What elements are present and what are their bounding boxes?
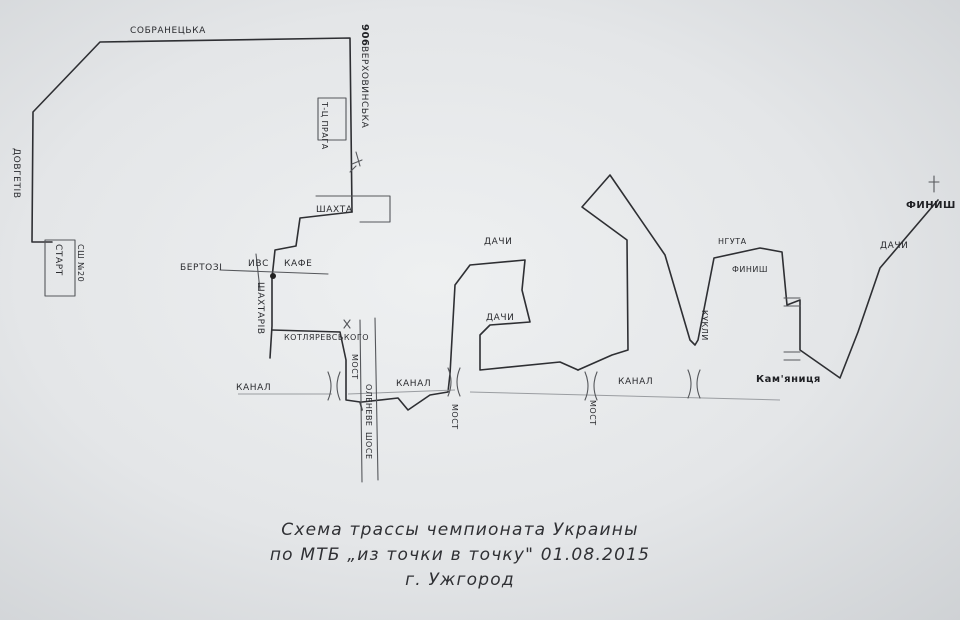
- route-segment-oleneve: [361, 259, 579, 411]
- label-finish: ФИНИШ: [906, 200, 956, 211]
- caption-line-1: Схема трассы чемпионата Украины: [281, 520, 639, 540]
- label-oleneve: ОЛЕНЕВЕ: [364, 384, 373, 426]
- bridge-marker-1: [327, 371, 341, 401]
- label-bertozu: БЕРТОЗІ: [180, 263, 223, 273]
- label-dachi-3: ДАЧИ: [880, 241, 909, 251]
- label-kukli: КУКЛИ: [700, 310, 709, 341]
- bridge-marker-2: [447, 367, 461, 397]
- caption-line-2: по МТБ „из точки в точку" 01.08.2015: [269, 545, 651, 565]
- start-box: [44, 239, 76, 297]
- label-kanal-1: КАНАЛ: [236, 383, 271, 393]
- label-verkhovinska: ВЕРХОВИНСЬКА: [359, 46, 369, 129]
- label-start: СТАРТ: [53, 244, 63, 276]
- map-caption: Схема трассы чемпионата Украины по МТБ „…: [220, 518, 700, 593]
- label-kafe: КАФЕ: [284, 259, 312, 269]
- label-kanal-3: КАНАЛ: [618, 377, 653, 387]
- label-finish-house: ФИНИШ: [732, 265, 768, 274]
- caption-line-3: г. Ужгород: [405, 570, 515, 590]
- label-shk20: СШ №20: [76, 244, 85, 282]
- road-oleneve-right: [374, 317, 379, 481]
- praga-box: [317, 97, 347, 141]
- label-praga: Т-Ц ПРАГА: [320, 101, 329, 150]
- label-shakhta: ШАХТА: [316, 205, 353, 215]
- label-906: 906: [359, 24, 370, 46]
- label-shaktariv: ШАХТАРІВ: [255, 282, 265, 335]
- shakhta-bracket: [315, 195, 391, 223]
- finish-cross-icon: [928, 175, 940, 193]
- route-segment-start-loop: [31, 37, 353, 243]
- canal-line-2: [347, 389, 456, 395]
- label-kamyanytsya: Кам'яниця: [756, 374, 821, 385]
- label-most-2: МОСТ: [450, 404, 459, 430]
- bridge-marker-4: [687, 369, 701, 399]
- bridge-marker-5: [783, 297, 801, 361]
- route-segment-dachi-ridge: [577, 174, 939, 379]
- street-bertozu: [219, 269, 329, 275]
- label-ngutu: НГУТА: [718, 237, 747, 246]
- trail-symbol-icon: [349, 151, 363, 173]
- label-most-1: МОСТ: [350, 354, 359, 380]
- label-most-3: МОСТ: [588, 400, 597, 426]
- canal-line-3: [469, 391, 781, 401]
- road-oleneve-left: [359, 319, 363, 483]
- label-sobranetska: СОБРАНЕЦЬКА: [130, 26, 206, 36]
- bridge-marker-3: [584, 371, 598, 401]
- label-dovgetiv: ДОВГЕТІВ: [11, 148, 21, 199]
- street-ivs: [255, 253, 261, 291]
- route-segment-city: [269, 211, 353, 359]
- label-kanal-2: КАНАЛ: [396, 379, 431, 389]
- label-ivs: ИВС: [248, 259, 269, 269]
- junction-dot: [270, 273, 276, 279]
- label-shose: ШОСЕ: [364, 432, 373, 460]
- label-dachi-2: ДАЧИ: [486, 313, 515, 323]
- label-kotlyarevskogo: КОТЛЯРЕВСЬКОГО: [284, 333, 369, 342]
- cross-marker-icon: [343, 319, 351, 329]
- route-segment-kotlyarevskogo: [271, 329, 363, 411]
- label-dachi-1: ДАЧИ: [484, 237, 513, 247]
